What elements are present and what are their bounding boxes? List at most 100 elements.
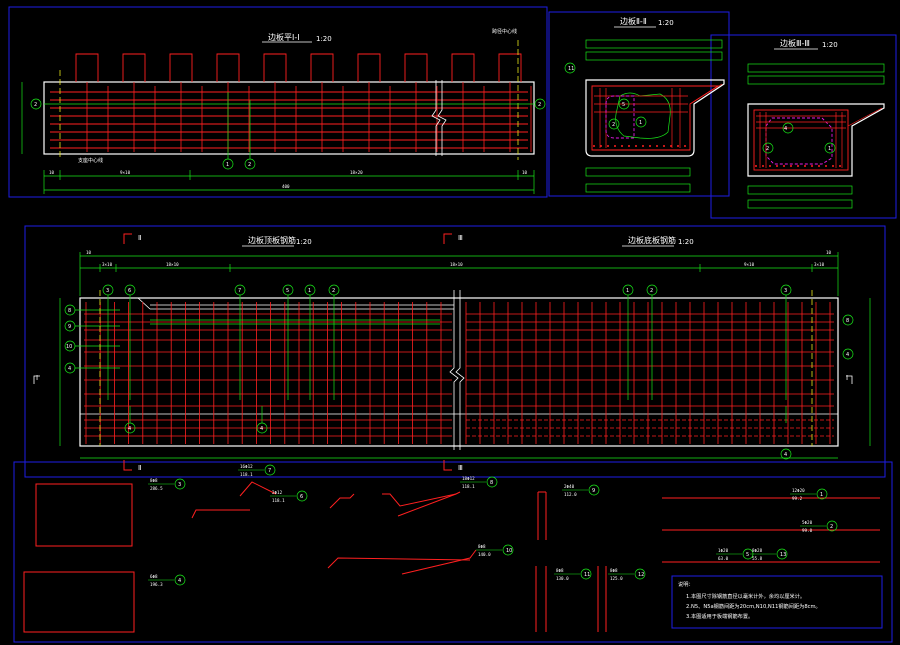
section-ii-bar-dot <box>684 145 686 147</box>
section-iii-bar-dot <box>811 165 813 167</box>
section-iii-bar-dot <box>825 165 827 167</box>
bubble: 4 <box>64 362 76 374</box>
bar-callout-length: 99.2 <box>792 496 803 501</box>
bar-callout-spec: 1Φ20 <box>718 548 729 553</box>
bar-callout-bubble <box>486 476 498 488</box>
bar-callout-bubble <box>826 520 838 532</box>
top-view-stirrup-hook <box>357 53 381 82</box>
svg-text:2: 2 <box>612 122 615 128</box>
bar-callout-length: 118.1 <box>462 484 475 489</box>
svg-text:8: 8 <box>846 318 849 324</box>
svg-text:18×10: 18×10 <box>166 262 179 267</box>
section-iii: 边板Ⅲ-Ⅲ 1:20 4 2 1 <box>747 38 885 209</box>
bubble: 1 <box>304 284 316 296</box>
bar-callout-spec: 18Φ12 <box>462 476 475 481</box>
bar-callout-id: 13 <box>780 552 786 558</box>
section-iii-bar-dot <box>818 165 820 167</box>
bar-callout-id: 8 <box>490 480 493 486</box>
notes-line-2: 2.N5、N5a钢筋间距为20cm,N10,N11钢筋间距为8cm。 <box>686 602 821 610</box>
bar-shape-bent-5 <box>327 557 471 569</box>
top-view-slab-outline <box>43 81 535 155</box>
bubble: 4 <box>124 422 136 434</box>
bar-callout-bubble <box>174 574 186 586</box>
svg-text:3×10: 3×10 <box>102 262 113 267</box>
svg-text:4: 4 <box>784 452 787 458</box>
top-view-dimensions: 10 9×10 18×20 10 400 <box>21 82 535 194</box>
bar-shape-rect-2 <box>23 571 135 633</box>
svg-text:10: 10 <box>66 344 72 350</box>
bar-shape-bent-4 <box>397 491 461 517</box>
section-iii-title: 边板Ⅲ-Ⅲ <box>780 38 810 48</box>
notes-box <box>671 575 883 629</box>
bar-callout-length: 99.0 <box>802 528 813 533</box>
svg-text:9: 9 <box>68 324 71 330</box>
bar-shape-bent-6 <box>401 549 477 575</box>
rebar-view-bubbles: 3 6 7 5 1 2 1 2 3 8 9 10 4 8 4 4 4 4 <box>64 284 854 460</box>
bubble: 2 <box>646 284 658 296</box>
view-frames <box>8 6 897 643</box>
bar-callout-bubble <box>634 568 646 580</box>
svg-text:3×10: 3×10 <box>814 262 825 267</box>
section-iii-dimension-grid <box>747 63 885 209</box>
svg-text:11: 11 <box>568 66 574 72</box>
dim-text: 10 <box>522 170 528 175</box>
bar-callout-spec: 2Φ40 <box>564 484 575 489</box>
section-iii-bar-dot <box>776 165 778 167</box>
section-iii-outline <box>747 103 885 177</box>
svg-text:Ⅲ: Ⅲ <box>458 464 463 472</box>
bar-callout-length: 130.0 <box>556 576 569 581</box>
svg-text:Ⅱ: Ⅱ <box>138 464 141 472</box>
rebar-view-frame <box>24 225 886 478</box>
section-ii-bar-dot <box>670 145 672 147</box>
bar-callout-bubble <box>588 484 600 496</box>
svg-text:10: 10 <box>86 250 92 255</box>
svg-text:4: 4 <box>68 366 71 372</box>
bar-callout-length: 118.1 <box>272 498 285 503</box>
bubble <box>30 98 42 110</box>
bar-callout-id: 11 <box>584 572 590 578</box>
section-ii-bar-dot <box>677 145 679 147</box>
section-iii-bar-dot <box>783 165 785 167</box>
section-ii: 边板Ⅱ-Ⅱ 1:20 11 5 2 1 <box>564 16 725 193</box>
bubble-text: 2 <box>248 162 251 168</box>
bubble: 9 <box>64 320 76 332</box>
bubble: 6 <box>124 284 136 296</box>
bar-callout-id: 4 <box>178 578 181 584</box>
top-view-stirrup-hook <box>404 53 428 82</box>
section-iii-bar-dot <box>832 165 834 167</box>
bar-callout-length: 63.0 <box>718 556 729 561</box>
svg-text:7: 7 <box>238 288 241 294</box>
bubble-text: 2 <box>34 102 37 108</box>
section-ii-bar-dot <box>600 145 602 147</box>
bar-callout-bubble <box>264 464 276 476</box>
bar-shape-u-2 <box>535 566 547 632</box>
top-view-stirrup-hook <box>122 53 146 82</box>
bar-callout-id: 12 <box>638 572 644 578</box>
section-iii-frame <box>710 34 897 219</box>
bar-callout-id: 3 <box>178 482 181 488</box>
svg-text:18×10: 18×10 <box>450 262 463 267</box>
svg-text:6: 6 <box>128 288 131 294</box>
top-view-stirrup-hook <box>216 53 240 82</box>
section-iii-cantilever-bar <box>847 107 883 127</box>
bubble: 8 <box>842 314 854 326</box>
svg-text:3: 3 <box>784 288 787 294</box>
notes-line-3: 3.本图适用于板端钢筋布置。 <box>686 612 753 620</box>
svg-text:Ⅰ: Ⅰ <box>846 374 848 382</box>
top-view-stirrup-hook <box>169 53 193 82</box>
svg-text:4: 4 <box>784 126 787 132</box>
bubble-text: 2 <box>538 102 541 108</box>
bar-callout-spec: 16Φ12 <box>240 464 253 469</box>
bar-callout-spec: 6Φ8 <box>150 574 158 579</box>
section-ii-bar-dot <box>607 145 609 147</box>
bubble: 5 <box>282 284 294 296</box>
bar-shape-bent-1 <box>191 509 250 519</box>
top-view-stirrup-hook <box>75 53 99 82</box>
bar-schedule-frame <box>13 461 893 643</box>
bar-callout-id: 1 <box>820 492 823 498</box>
bubble: 7 <box>234 284 246 296</box>
